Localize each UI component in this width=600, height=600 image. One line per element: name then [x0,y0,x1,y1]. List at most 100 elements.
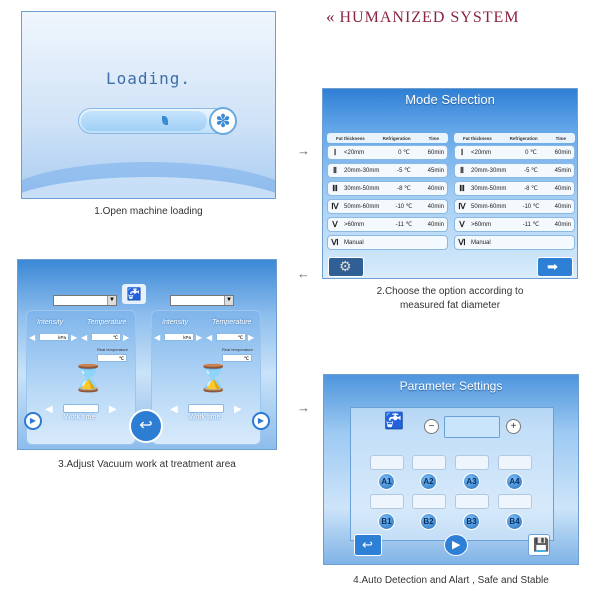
play-icon: ▶ [452,539,461,551]
b2-button[interactable]: B2 [420,513,437,530]
mode-num: Ⅳ [458,202,466,211]
mode-fat: <20mm [471,149,492,156]
mode-temp: 0 ℃ [525,150,537,156]
decrease-icon[interactable]: ◀ [206,333,213,342]
faucet-icon: 🚰 [122,284,146,304]
mode-num: Ⅲ [459,184,465,193]
a-slot [412,455,446,470]
start-button[interactable]: ▶ [444,534,468,556]
mode-time: 60min [554,149,571,156]
back-button[interactable]: ↩ [129,409,163,443]
decrease-icon[interactable]: ◀ [29,333,36,342]
mode-row[interactable]: Ⅵ Manual [327,235,448,250]
a3-button[interactable]: A3 [463,473,480,490]
arrow-left-icon: ← [297,266,310,281]
arrow-right-icon: → [297,400,310,415]
mode-num: Ⅵ [458,238,466,247]
zone-select-left[interactable]: ▼ [53,295,117,306]
a2-button[interactable]: A2 [420,473,437,490]
mode-row[interactable]: Ⅵ Manual [454,235,575,250]
b1-button[interactable]: B1 [378,513,395,530]
mode-time: 40min [427,221,444,228]
mode-temp: -5 ℃ [524,168,538,174]
zone-select-right[interactable]: ▼ [170,295,234,306]
mode-temp: -10 ℃ [522,204,540,210]
mode-fat: 50mm-60mm [344,203,380,210]
back-button[interactable]: ↩ [354,534,382,556]
parameter-settings-screen: Parameter Settings 🚰 − + A1 A2 A3 A4 B1 … [323,374,579,565]
increase-button[interactable]: + [506,419,521,434]
mode-num: Ⅳ [331,202,339,211]
mode-time: 60min [427,149,444,156]
mode-temp: 0 ℃ [398,150,410,156]
parameter-value-box [444,416,500,438]
play-button-right[interactable]: ▶ [252,412,270,430]
mode-fat: 20mm-30mm [471,167,507,174]
back-arrow-icon: ↩ [139,417,153,434]
decrease-icon[interactable]: ◀ [45,404,53,415]
header-title: HUMANIZED SYSTEM [339,9,520,26]
vacuum-screen: ▼ ▼ 🚰 Intensity Temperature ◀ kPa ▶ ◀ ℃ … [17,259,277,450]
step1-caption: 1.Open machine loading [94,206,203,217]
work-time-label: Work time [189,414,221,421]
mode-num: Ⅲ [332,184,338,193]
increase-icon[interactable]: ▶ [109,404,117,415]
loading-progress-bar [78,108,228,134]
mode-fat: >60mm [471,221,492,228]
temperature-label: Temperature [212,319,252,326]
a1-button[interactable]: A1 [378,473,395,490]
increase-icon[interactable]: ▶ [248,333,255,342]
b4-button[interactable]: B4 [506,513,523,530]
decrease-button[interactable]: − [424,419,439,434]
parameter-settings-title: Parameter Settings [399,379,503,393]
next-button[interactable]: ➡ [537,257,573,277]
mode-temp: -8 ℃ [397,186,411,192]
arrow-right-icon: → [297,143,310,158]
mode-time: 40min [554,185,571,192]
increase-icon[interactable]: ▶ [71,333,78,342]
settings-button[interactable]: ⚙ [328,257,364,277]
work-time-value [63,404,99,413]
increase-icon[interactable]: ▶ [196,333,203,342]
droplet-icon [162,116,168,125]
a-slot [370,455,404,470]
mode-fat: 20mm-30mm [344,167,380,174]
intensity-label: Intensity [162,319,189,326]
floppy-disk-icon: 💾 [533,537,550,552]
mode-time: 40min [427,203,444,210]
loading-text: Loading. [105,69,192,88]
mode-fat: Manual [471,239,491,246]
zone-panel-left: Intensity Temperature ◀ kPa ▶ ◀ ℃ ▶ Real… [26,310,136,445]
mode-num: Ⅴ [332,220,338,229]
increase-icon[interactable]: ▶ [123,333,130,342]
loading-screen: Loading. ✽ [21,11,276,199]
mode-time: 45min [427,167,444,174]
save-button[interactable]: 💾 [528,534,550,556]
decrease-icon[interactable]: ◀ [154,333,161,342]
decrease-icon[interactable]: ◀ [81,333,88,342]
mode-fat: Manual [344,239,364,246]
mode-fat: 30mm-50mm [344,185,380,192]
decrease-icon[interactable]: ◀ [170,404,178,415]
hourglass-icon: ⌛ [72,363,105,393]
increase-icon[interactable]: ▶ [234,404,242,415]
a4-button[interactable]: A4 [506,473,523,490]
fan-icon: ✽ [209,107,237,135]
b-slot [498,494,532,509]
b3-button[interactable]: B3 [463,513,480,530]
play-button-left[interactable]: ▶ [24,412,42,430]
mode-time: 45min [554,167,571,174]
mode-num: Ⅵ [331,238,339,247]
